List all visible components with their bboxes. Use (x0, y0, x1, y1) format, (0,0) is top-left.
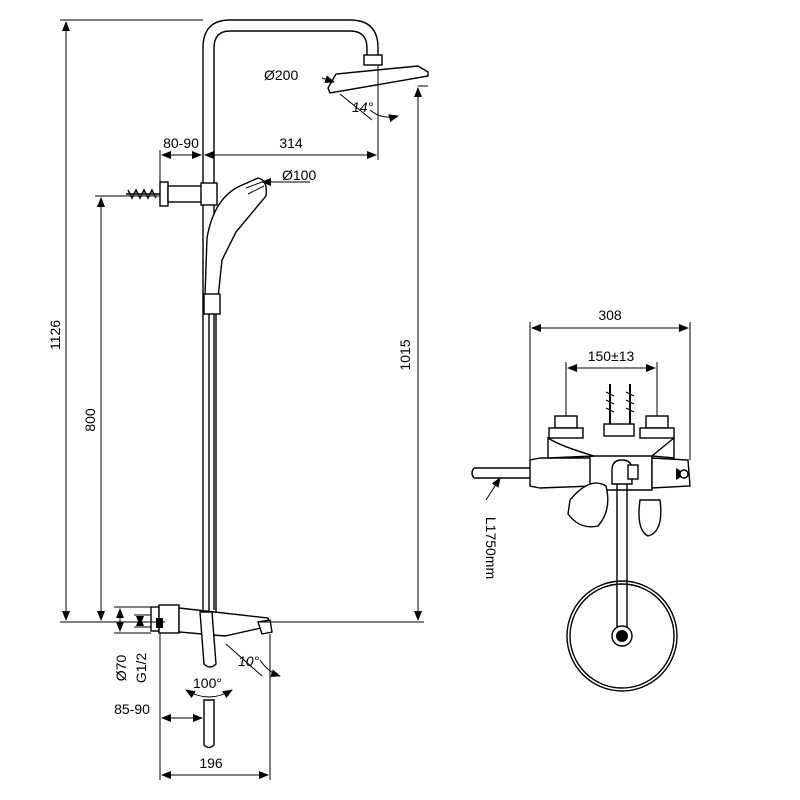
mixer-lever-top (203, 699, 215, 749)
label-overall-width: 308 (598, 307, 622, 323)
riser-pipe (202, 48, 215, 610)
label-hand-diameter: Ø100 (282, 167, 316, 183)
front-dimension-lines (531, 324, 689, 372)
label-total-height: 1126 (47, 320, 63, 350)
label-bracket-height: 800 (82, 408, 98, 432)
label-arm-reach: 314 (279, 135, 303, 151)
label-rotation: 100° (193, 675, 222, 691)
label-head-height: 1015 (397, 339, 413, 370)
angle-indicators (185, 75, 399, 699)
diverter (611, 459, 639, 632)
label-spout-tilt: 10° (238, 653, 260, 669)
label-inlet-centres: 150±13 (588, 348, 635, 364)
dimension-lines (62, 21, 422, 779)
extension-lines (60, 19, 428, 780)
label-wall-offset: 80-90 (163, 135, 199, 151)
hose-front (471, 467, 530, 479)
thermostat-mark (676, 468, 689, 480)
mixer-lever (567, 482, 662, 537)
label-spout-reach: 196 (199, 755, 223, 771)
head-shower-front (566, 580, 678, 692)
side-view: 1126 800 1015 80-90 314 Ø200 Ø100 14° 10… (47, 19, 429, 780)
label-mixer-diameter: Ø70 (113, 655, 129, 682)
front-view: 308 150±13 L1750mm (471, 307, 691, 692)
mixer-body (529, 415, 691, 491)
label-mixer-offset: 85-90 (114, 701, 150, 717)
hose-leader (485, 477, 501, 501)
front-extension-lines (529, 322, 691, 460)
wall-bracket (126, 181, 218, 207)
shower-hose (208, 314, 217, 612)
inlet-screws (605, 384, 635, 424)
bath-mixer (150, 604, 273, 668)
label-head-tilt: 14° (352, 99, 374, 115)
hand-shower (203, 177, 268, 315)
label-head-diameter: Ø200 (264, 67, 298, 83)
label-hose-length: L1750mm (483, 517, 499, 579)
label-thread: G1/2 (133, 653, 149, 684)
shower-arm (202, 19, 379, 60)
